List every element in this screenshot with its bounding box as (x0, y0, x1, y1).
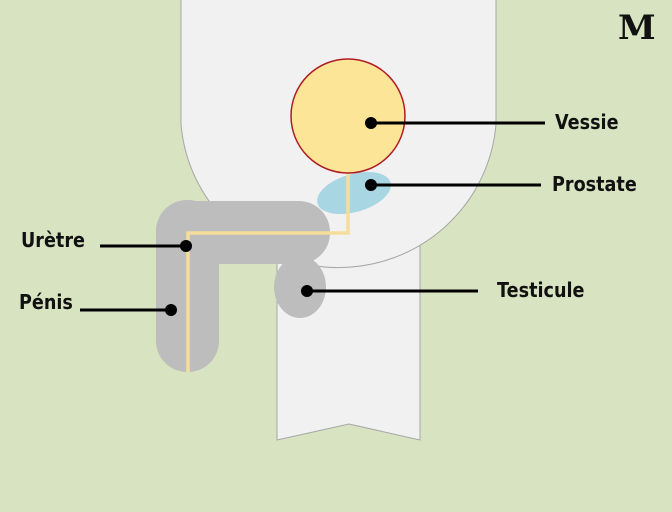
brand-logo: M (618, 8, 656, 48)
label-penis: Pénis (19, 290, 73, 314)
label-testicle: Testicule (497, 278, 585, 302)
urethra-line (186, 172, 350, 372)
bladder-dot (365, 117, 377, 129)
testicle-shape (274, 256, 326, 318)
bladder-shape (290, 58, 406, 174)
urethra-dot (180, 240, 192, 252)
leader-lines (80, 121, 545, 312)
penis-dot (165, 304, 177, 316)
leader-dots (165, 117, 377, 316)
label-bladder: Vessie (555, 110, 619, 134)
testicle-dot (301, 285, 313, 297)
label-prostate: Prostate (552, 172, 637, 196)
prostate-dot (365, 179, 377, 191)
label-urethra: Urètre (21, 228, 85, 252)
